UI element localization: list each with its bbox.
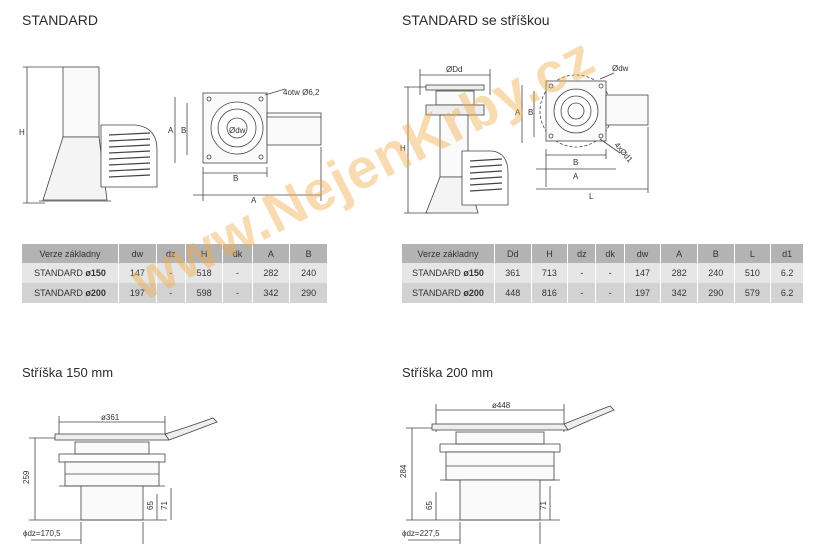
table-cell: 240 bbox=[697, 263, 735, 283]
table-cell: 713 bbox=[531, 263, 569, 283]
roof200-title: Stříška 200 mm bbox=[402, 365, 494, 380]
col-header: B bbox=[697, 244, 735, 263]
table-cell: 342 bbox=[252, 283, 291, 303]
std-dw-label: Ødw bbox=[229, 126, 246, 135]
table-cell: 197 bbox=[118, 283, 157, 303]
col-header: dz bbox=[156, 244, 186, 263]
table-cell: - bbox=[567, 263, 597, 283]
table-cell: - bbox=[222, 263, 253, 283]
col-header: A bbox=[252, 244, 291, 263]
roof-A-side-label: A bbox=[515, 108, 521, 117]
table-cell: 361 bbox=[494, 263, 532, 283]
roof200-drawing: ø448 284 65 71 ϕdz=227,5 bbox=[400, 401, 615, 544]
table-cell: 6.2 bbox=[770, 263, 804, 283]
r200-h-label: 284 bbox=[400, 464, 408, 478]
table-cell: 240 bbox=[289, 263, 328, 283]
table-row: STANDARD ø200 197 - 598 - 342 290 bbox=[22, 283, 328, 303]
roof-Dd-label: ØDd bbox=[446, 65, 462, 74]
r150-h-label: 259 bbox=[22, 470, 31, 484]
table-header-row: Verze základny Dd H dz dk dw A B L d1 bbox=[402, 244, 804, 263]
standard-roof-drawing: ØDd H A B Ødw 4xØd1 B A L bbox=[400, 64, 649, 214]
r150-65-label: 65 bbox=[146, 501, 155, 510]
row-name: STANDARD ø200 bbox=[22, 283, 119, 303]
roof-B-bottom-label: B bbox=[573, 158, 578, 167]
row-name: STANDARD ø150 bbox=[402, 263, 495, 283]
table-cell: 598 bbox=[185, 283, 224, 303]
std-A-side-label: A bbox=[168, 126, 174, 135]
standard-spec-table: Verze základny dw dz H dk A B STANDARD ø… bbox=[22, 244, 328, 303]
table-cell: 282 bbox=[252, 263, 291, 283]
std-B-side-label: B bbox=[181, 126, 186, 135]
r150-diam-label: ø361 bbox=[101, 413, 120, 422]
table-cell: 579 bbox=[734, 283, 772, 303]
col-header: H bbox=[185, 244, 224, 263]
roof150-drawing: ø361 259 65 71 ϕdz=170,5 bbox=[22, 413, 218, 544]
standard-title: STANDARD bbox=[22, 12, 98, 28]
col-header: dw bbox=[118, 244, 157, 263]
r200-dz-label: ϕdz=227,5 bbox=[402, 529, 440, 538]
table-cell: 282 bbox=[660, 263, 698, 283]
col-header: Verze základny bbox=[402, 244, 495, 263]
col-header: Dd bbox=[494, 244, 532, 263]
standard-roof-spec-table: Verze základny Dd H dz dk dw A B L d1 ST… bbox=[402, 244, 804, 303]
col-header: L bbox=[734, 244, 772, 263]
col-header: dw bbox=[624, 244, 662, 263]
std-H-label: H bbox=[19, 128, 25, 137]
table-cell: 6.2 bbox=[770, 283, 804, 303]
col-header: d1 bbox=[770, 244, 804, 263]
table-cell: - bbox=[567, 283, 597, 303]
r200-diam-label: ø448 bbox=[492, 401, 511, 410]
table-cell: 290 bbox=[289, 283, 328, 303]
table-row: STANDARD ø150 361 713 - - 147 282 240 51… bbox=[402, 263, 804, 283]
table-cell: 518 bbox=[185, 263, 224, 283]
roof-H-label: H bbox=[400, 144, 406, 153]
col-header: B bbox=[289, 244, 328, 263]
r150-71-label: 71 bbox=[160, 501, 169, 510]
col-header: H bbox=[531, 244, 569, 263]
table-cell: - bbox=[595, 283, 625, 303]
col-header: dk bbox=[595, 244, 625, 263]
table-row: STANDARD ø200 448 816 - - 197 342 290 57… bbox=[402, 283, 804, 303]
col-header: A bbox=[660, 244, 698, 263]
table-cell: 197 bbox=[624, 283, 662, 303]
col-header: dk bbox=[222, 244, 253, 263]
table-cell: 342 bbox=[660, 283, 698, 303]
std-B-bottom-label: B bbox=[233, 174, 238, 183]
r200-65-label: 65 bbox=[425, 501, 434, 510]
roof150-title: Stříška 150 mm bbox=[22, 365, 114, 380]
std-A-bottom-label: A bbox=[251, 196, 257, 205]
table-cell: 816 bbox=[531, 283, 569, 303]
r200-71-label: 71 bbox=[539, 501, 548, 510]
row-name: STANDARD ø200 bbox=[402, 283, 495, 303]
col-header: Verze základny bbox=[22, 244, 119, 263]
table-cell: 290 bbox=[697, 283, 735, 303]
table-row: STANDARD ø150 147 - 518 - 282 240 bbox=[22, 263, 328, 283]
table-cell: 510 bbox=[734, 263, 772, 283]
table-cell: 147 bbox=[118, 263, 157, 283]
table-cell: - bbox=[156, 283, 186, 303]
roof-B-side-label: B bbox=[528, 108, 533, 117]
roof-dw-label: Ødw bbox=[612, 64, 629, 73]
col-header: dz bbox=[567, 244, 597, 263]
table-cell: - bbox=[222, 283, 253, 303]
r150-dz-label: ϕdz=170,5 bbox=[23, 529, 61, 538]
table-cell: - bbox=[595, 263, 625, 283]
roof-L-label: L bbox=[589, 192, 594, 201]
table-header-row: Verze základny dw dz H dk A B bbox=[22, 244, 328, 263]
roof-A-bottom-label: A bbox=[573, 172, 579, 181]
table-cell: 147 bbox=[624, 263, 662, 283]
std-holes-label: 4otw Ø6,2 bbox=[283, 88, 320, 97]
roof-holes-label: 4xØd1 bbox=[612, 141, 634, 165]
standard-drawing: H A B 4otw Ø6,2 Ødw B A bbox=[19, 66, 322, 205]
table-cell: 448 bbox=[494, 283, 532, 303]
row-name: STANDARD ø150 bbox=[22, 263, 119, 283]
standard-roof-title: STANDARD se stříškou bbox=[402, 12, 550, 28]
table-cell: - bbox=[156, 263, 186, 283]
